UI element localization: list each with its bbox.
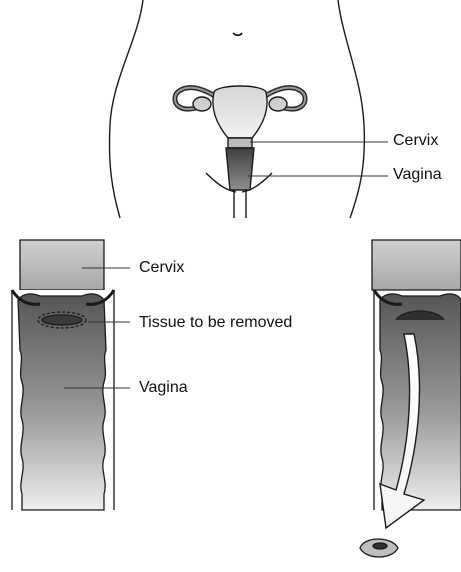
label-vagina-top: Vagina — [393, 167, 442, 183]
removed-tissue-cone — [360, 539, 398, 557]
label-cervix-top: Cervix — [393, 133, 438, 149]
label-cervix-bottom: Cervix — [139, 260, 184, 276]
label-vagina-bottom: Vagina — [139, 380, 188, 396]
top-leader-lines — [248, 142, 388, 176]
uterus-illustration — [175, 86, 305, 218]
left-cross-section — [10, 240, 116, 510]
label-tissue-to-be-removed: Tissue to be removed — [139, 315, 292, 331]
